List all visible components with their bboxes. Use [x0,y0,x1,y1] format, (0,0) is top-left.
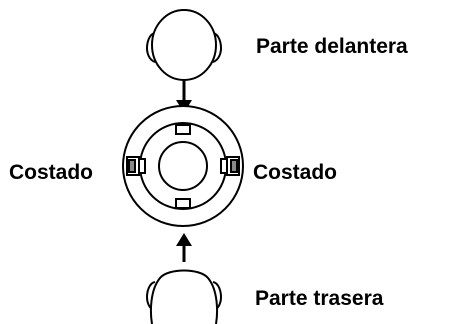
side-left-label: Costado [9,161,93,184]
front-head-icon [145,9,223,81]
rear-head-icon [145,269,223,324]
side-right-label: Costado [253,161,337,184]
ring-icon [122,105,244,227]
rear-label: Parte trasera [255,287,384,310]
arrow-up-icon [176,233,192,262]
front-label: Parte delantera [256,35,408,58]
left-connector-icon [126,156,146,176]
right-connector-icon [220,156,240,176]
